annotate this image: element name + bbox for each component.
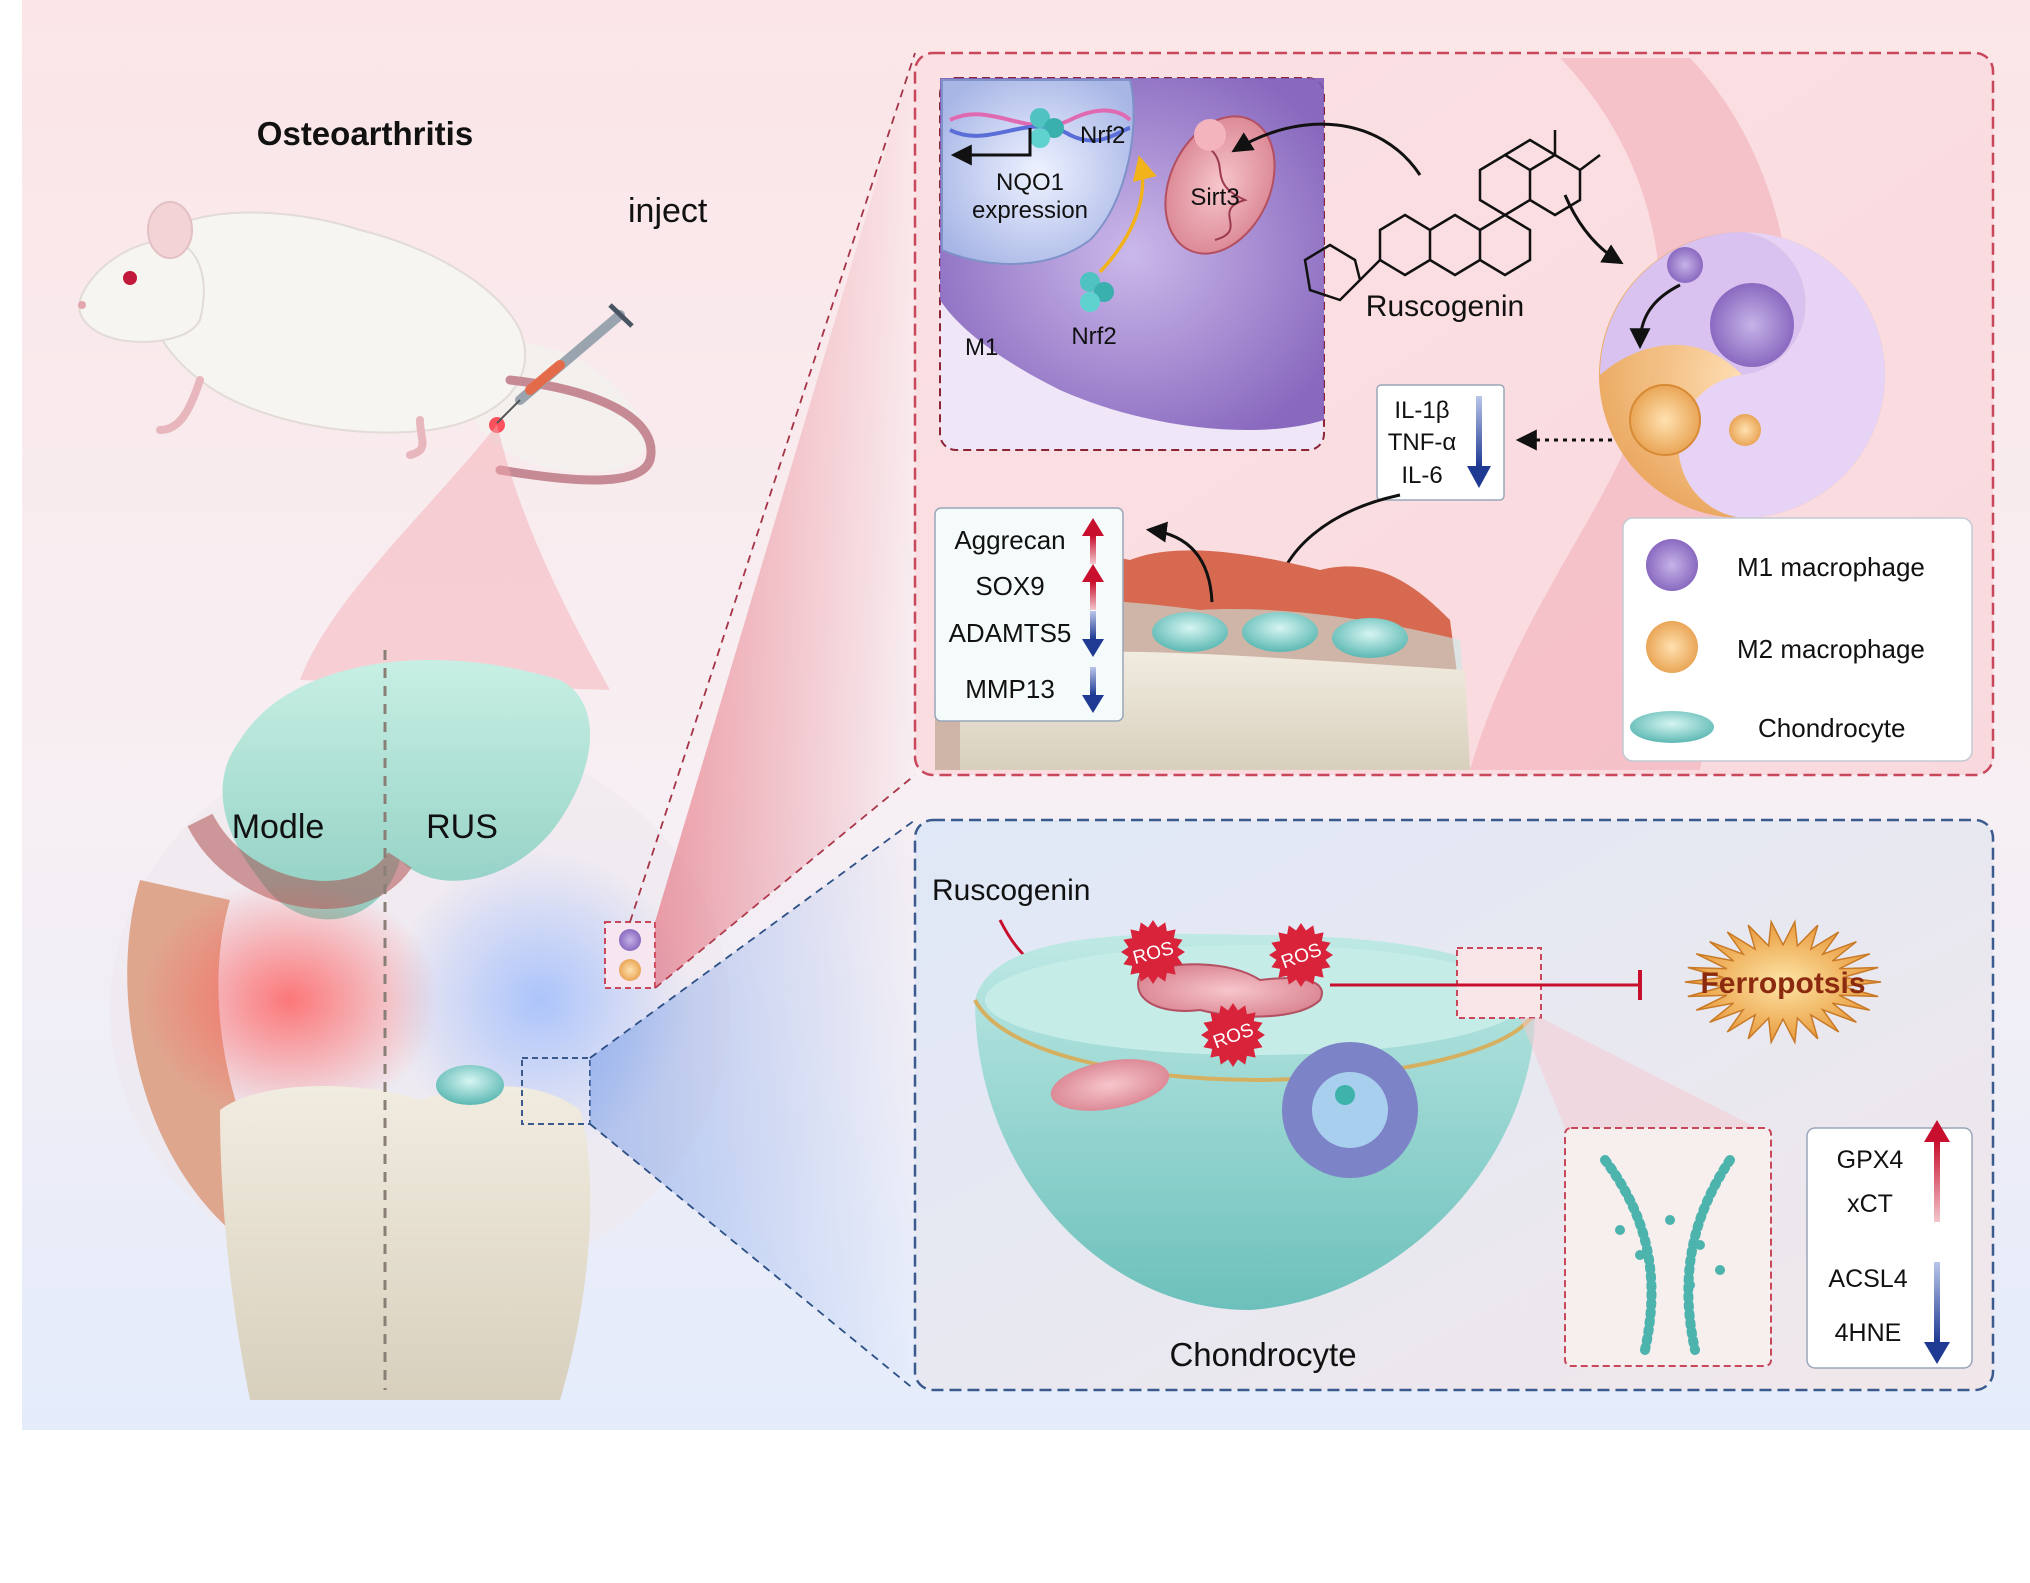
membrane-zoom-beam	[1520, 1018, 1757, 1128]
cytokine-down-arrow	[1467, 396, 1491, 488]
ros-badge: ROS	[1269, 923, 1333, 987]
marker-up-arrow	[1082, 564, 1104, 610]
zoom-beam	[300, 425, 610, 690]
ros-badge: ROS	[1121, 920, 1185, 984]
iron-ions	[1615, 1215, 1725, 1290]
marker-4hne: 4HNE	[1835, 1319, 1902, 1347]
nqo1-label: NQO1	[996, 169, 1064, 196]
nrf2-cyto-label: Nrf2	[1071, 323, 1116, 350]
zoom-line-bottom-1	[589, 819, 916, 1059]
legend-box	[1622, 517, 1973, 762]
lipid-bilayer	[1600, 1155, 1735, 1355]
ferroptosis-icon	[1684, 919, 1882, 1045]
drug-to-macrophage-arrow	[1563, 194, 1624, 265]
nrf2-cytoplasmic-icon	[1080, 272, 1114, 312]
legend-m2-label: M2 macrophage	[1737, 634, 1925, 664]
cartilage-marker-adamts5: ADAMTS5	[949, 618, 1072, 648]
cytokine-tnfa: TNF-α	[1388, 429, 1457, 456]
cartilage-marker-sox9: SOX9	[975, 571, 1044, 601]
marker-xct: xCT	[1847, 1190, 1893, 1218]
inject-label: inject	[628, 192, 708, 230]
membrane-zoom-box	[1456, 947, 1542, 1019]
legend-m2-icon	[1646, 621, 1698, 673]
cartilage-marker-aggrecan: Aggrecan	[954, 525, 1065, 555]
translocation-arrow	[1098, 155, 1157, 274]
expression-label: expression	[972, 197, 1088, 224]
syringe-icon	[496, 303, 634, 424]
ferroptosis-markers-box	[1806, 1127, 1973, 1369]
chondrocyte-cell	[973, 933, 1537, 1310]
drug-to-sirt3-arrow	[1231, 122, 1422, 176]
lipid-peroxidation-inset	[1564, 1127, 1772, 1367]
nucleus	[941, 79, 1135, 265]
zoom-beam-bottom	[590, 820, 915, 1390]
m1-label: M1	[965, 334, 998, 361]
cartilage-to-markers-arrow	[1145, 521, 1214, 603]
knee-label-rus: RUS	[426, 808, 498, 846]
nrf2-nuclear-icon	[1030, 108, 1064, 148]
ruscogenin-structure	[1303, 130, 1601, 302]
rat-illustration	[78, 201, 656, 485]
macrophage-polarization	[1599, 232, 1885, 518]
ruscogenin-label-bottom: Ruscogenin	[932, 874, 1090, 907]
cartilage-markers-box	[934, 507, 1124, 722]
ferroptosis-label: Ferropotsis	[1700, 967, 1865, 1000]
sirt3-label: Sirt3	[1190, 184, 1239, 211]
cytokine-il1b: IL-1β	[1394, 397, 1449, 424]
ruscogenin-label-top: Ruscogenin	[1366, 290, 1524, 323]
marker-acsl4: ACSL4	[1828, 1265, 1907, 1293]
legend-m1-label: M1 macrophage	[1737, 552, 1925, 582]
ferro-down-arrow	[1924, 1262, 1950, 1364]
zoom-beam-top	[655, 53, 915, 988]
ros-badge: ROS	[1201, 1003, 1265, 1067]
marker-down-arrow	[1082, 667, 1104, 713]
knee-joint	[110, 650, 730, 1400]
nrf2-nuclear-label: Nrf2	[1080, 122, 1125, 149]
legend-m1-icon	[1646, 539, 1698, 591]
knee-label-modle: Modle	[232, 808, 325, 846]
mini-m2-icon	[619, 959, 641, 981]
chondrocyte-cell-label: Chondrocyte	[1169, 1336, 1356, 1373]
legend-chondrocyte-label: Chondrocyte	[1758, 713, 1905, 743]
ferro-up-arrow	[1924, 1120, 1950, 1222]
zoom-line-top-1	[629, 52, 916, 923]
transcription-arrow	[950, 128, 1032, 166]
title-osteoarthritis: Osteoarthritis	[257, 115, 473, 152]
marker-gpx4: GPX4	[1837, 1146, 1904, 1174]
marker-down-arrow	[1082, 611, 1104, 657]
legend-chondrocyte-icon	[1630, 711, 1714, 743]
marker-up-arrow	[1082, 518, 1104, 564]
cartilage-marker-mmp13: MMP13	[965, 674, 1055, 704]
cytokine-il6: IL-6	[1401, 462, 1442, 489]
mini-m1-icon	[619, 929, 641, 951]
